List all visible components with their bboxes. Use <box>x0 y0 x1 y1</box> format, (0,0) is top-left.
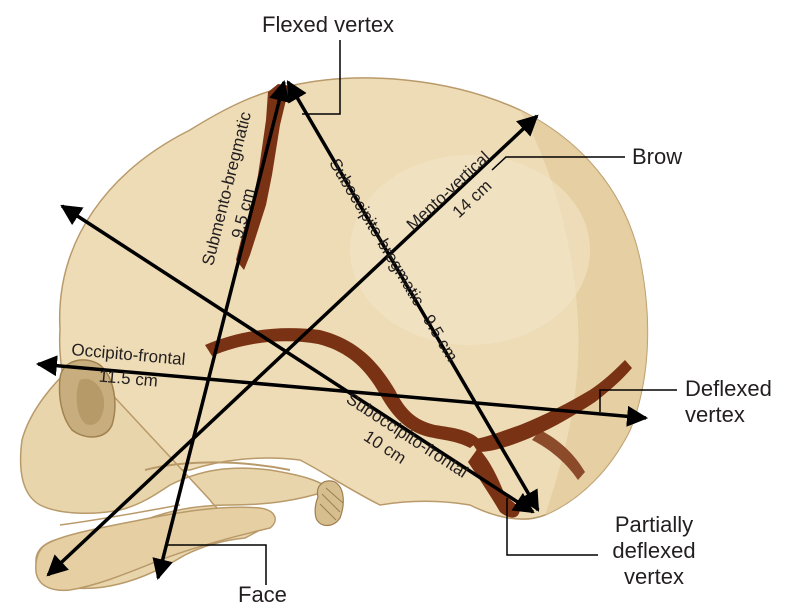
partially-deflexed-line2: deflexed <box>604 538 704 564</box>
partially-deflexed-line1: Partially <box>604 512 704 538</box>
partially-deflexed-line3: vertex <box>604 564 704 590</box>
flexed-vertex-label: Flexed vertex <box>262 12 394 38</box>
brow-label: Brow <box>632 144 682 170</box>
deflexed-vertex-line1: Deflexed <box>685 376 772 402</box>
mandible <box>36 507 275 590</box>
ear-structure <box>315 481 343 526</box>
partially-deflexed-vertex-label: Partially deflexed vertex <box>604 512 704 590</box>
deflexed-vertex-label: Deflexed vertex <box>685 376 772 428</box>
deflexed-vertex-line2: vertex <box>685 402 772 428</box>
face-label: Face <box>238 582 287 608</box>
